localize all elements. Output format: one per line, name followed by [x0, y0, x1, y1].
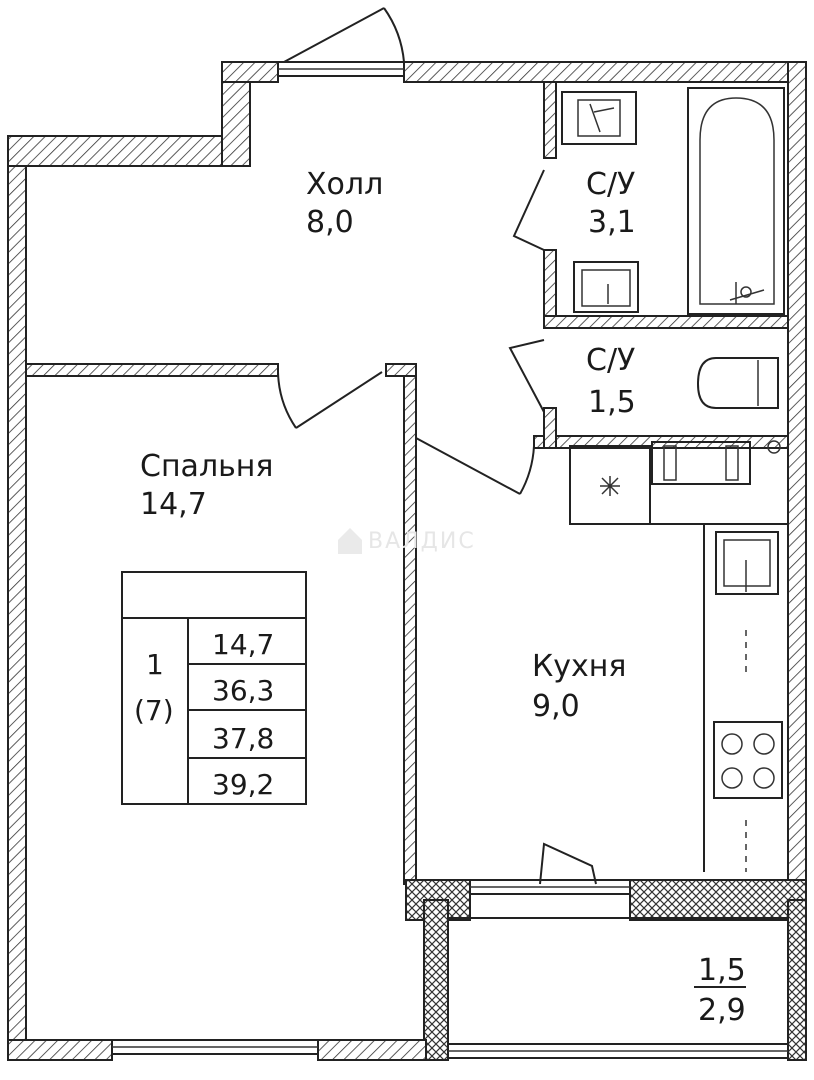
wall-right: [787, 61, 807, 893]
balcony-area-top: 1,5: [698, 953, 746, 988]
toilet-icon-2: [696, 357, 779, 409]
wall-bedroom-top: [25, 363, 279, 377]
room-bedroom-area: 14,7: [140, 487, 207, 522]
room-wc1-name: С/У: [586, 167, 635, 202]
sink-icon: [573, 261, 639, 313]
vent-shaft-icon: [569, 445, 651, 525]
watermark-house-icon: [338, 528, 362, 554]
wall-wc-left-upper: [543, 81, 557, 159]
summary-value-2: 36,3: [212, 674, 274, 707]
wall-kitchen-bottom-right: [629, 879, 807, 921]
doors: [277, 7, 597, 885]
summary-table: 1 (7) 14,7 36,3 37,8 39,2: [121, 571, 307, 805]
room-wc2-area: 1,5: [588, 385, 636, 420]
kitchen-sink-icon: [715, 531, 779, 595]
bathtub-icon: [687, 87, 785, 315]
summary-value-3: 37,8: [212, 722, 274, 755]
kitchen-counter: [650, 523, 788, 872]
wall-top-notch: [221, 61, 279, 83]
room-bedroom-name: Спальня: [140, 449, 273, 484]
wall-partition-top: [385, 363, 417, 377]
balcony-area-bottom: 2,9: [698, 993, 746, 1028]
watermark: ВАЛДИС: [368, 529, 476, 554]
wall-partition: [403, 363, 417, 885]
toilet-icon: [561, 91, 637, 145]
wall-top-left: [7, 135, 251, 167]
summary-value-4: 39,2: [212, 768, 274, 801]
room-wc2-name: С/У: [586, 343, 635, 378]
room-kitchen-area: 9,0: [532, 689, 580, 724]
summary-rooms: 1: [146, 648, 164, 681]
door-kitchen: [415, 437, 535, 495]
walls: [7, 61, 807, 1061]
wall-balcony-right: [787, 899, 807, 1061]
summary-value-1: 14,7: [212, 628, 274, 661]
room-labels: Холл 8,0 С/У 3,1 С/У 1,5 Спальня 14,7 Ку…: [140, 167, 746, 1028]
wall-top-right: [403, 61, 807, 83]
wall-balcony-left: [423, 899, 449, 1061]
door-balcony: [539, 842, 597, 885]
door-bedroom: [277, 371, 383, 429]
room-hall-area: 8,0: [306, 205, 354, 240]
wall-notch: [221, 75, 251, 167]
wall-bottom-mid: [317, 1039, 427, 1061]
door-wc2: [508, 339, 545, 413]
fixtures: [561, 87, 788, 872]
wall-left: [7, 135, 27, 1059]
radiator-icon: [651, 441, 751, 485]
room-wc1-area: 3,1: [588, 205, 636, 240]
summary-floor: (7): [134, 694, 174, 727]
door-wc1: [512, 169, 545, 251]
stove-icon: [713, 721, 783, 799]
windows: [111, 61, 789, 1059]
wall-wc2-left: [543, 407, 557, 449]
wall-wc-divider: [543, 315, 789, 329]
room-kitchen-name: Кухня: [532, 649, 626, 684]
room-hall-name: Холл: [306, 167, 383, 202]
wall-bottom-left: [7, 1039, 113, 1061]
summary-table-frame: [121, 571, 307, 805]
door-hall-top: [283, 7, 405, 63]
